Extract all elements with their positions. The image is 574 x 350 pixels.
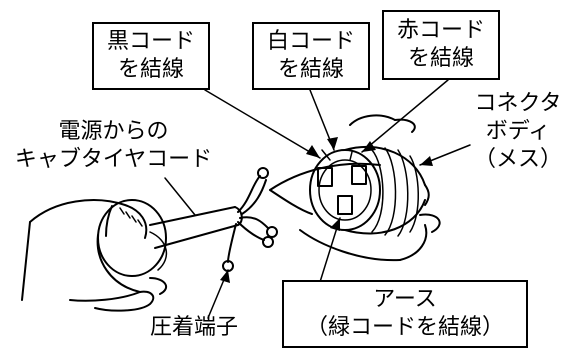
callout-white-cord: 白コード を結線 (252, 22, 370, 90)
arrowhead-ground (330, 218, 340, 231)
label-connector-body: コネクタ ボディ （メス） (466, 90, 570, 174)
callout-ground: アース （緑コードを結線） (282, 280, 528, 348)
left-hand (21, 199, 168, 312)
callout-black-line1: 黒コード (106, 29, 195, 54)
callout-red-line2: を結線 (407, 46, 474, 71)
callout-red-cord: 赤コード を結線 (382, 10, 500, 80)
arrowhead-white (327, 137, 338, 150)
label-connector-line1: コネクタ (474, 91, 562, 116)
callout-white-line2: を結線 (277, 57, 344, 82)
callout-ground-line1: アース (373, 287, 437, 312)
leader-red (361, 79, 449, 153)
arrowhead-crimp (220, 270, 230, 283)
leader-black (204, 89, 321, 159)
arrowhead-black (306, 145, 320, 158)
callout-black-line2: を結線 (117, 57, 184, 82)
right-hand (269, 114, 441, 262)
label-source-cable: 電源からの キャブタイヤコード (6, 118, 221, 174)
label-connector-line3: （メス） (473, 147, 562, 172)
arrowhead-connector (420, 156, 433, 166)
leader-cable (164, 177, 196, 216)
label-source-cable-line2: キャブタイヤコード (14, 147, 213, 172)
callout-red-line1: 赤コード (396, 18, 485, 43)
callout-white-line1: 白コード (266, 29, 355, 54)
label-source-cable-line1: 電源からの (58, 119, 169, 144)
plug-shell (96, 199, 168, 293)
label-connector-line2: ボディ (485, 119, 551, 144)
callout-ground-line2: （緑コードを結線） (305, 315, 504, 340)
arrowheads (220, 137, 433, 283)
callout-black-cord: 黒コード を結線 (92, 22, 210, 90)
wires (222, 167, 278, 272)
connector-body (309, 145, 430, 237)
arrowhead-red (362, 141, 376, 152)
label-crimp-terminal: 圧着端子 (150, 315, 239, 340)
